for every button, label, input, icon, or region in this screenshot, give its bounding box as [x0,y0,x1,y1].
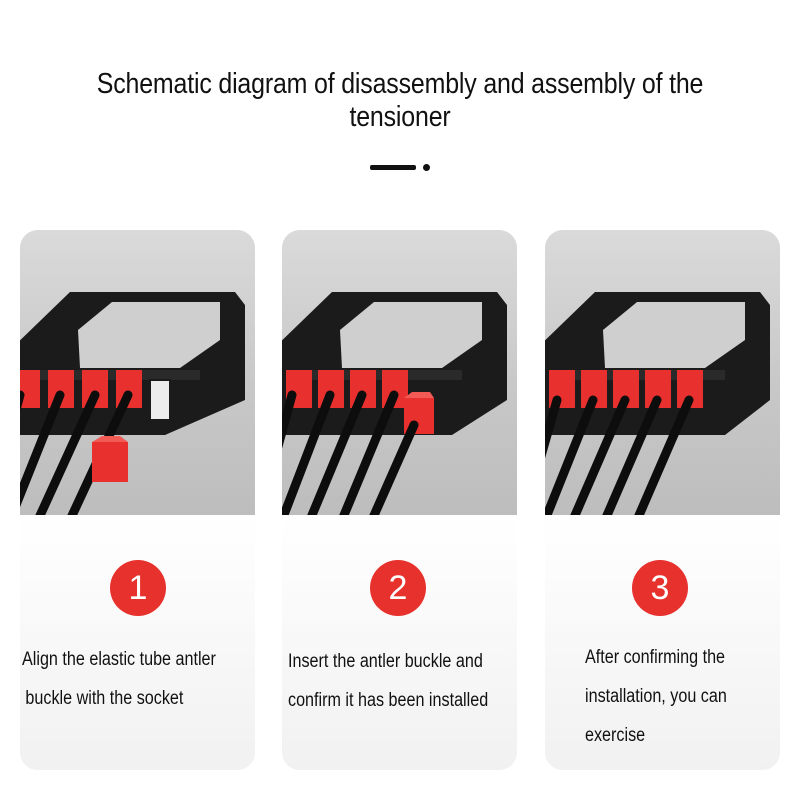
title-divider-dot [423,164,430,171]
step-caption-line: After confirming the [585,647,726,668]
step-number-badge: 3 [632,560,688,616]
tensioner-handle-illustration-1 [20,292,245,515]
step-caption-line: installation, you can [585,686,727,707]
step-number-badge: 1 [110,560,166,616]
title-divider-dash [370,165,416,170]
step-card-1: 1 Align the elastic tube antler buckle w… [20,230,255,770]
step-card-2: 2 Insert the antler buckle and confirm i… [282,230,517,770]
step-caption: After confirming the installation, you c… [585,638,780,755]
step-caption-line: exercise [585,725,646,746]
page-title: Schematic diagram of disassembly and ass… [96,68,704,133]
step-card-2-lower [282,515,517,770]
step-caption-line: confirm it has been installed [288,690,489,711]
step-caption: Align the elastic tube antler buckle wit… [22,640,255,718]
step-card-3: 3 After confirming the installation, you… [545,230,780,770]
step-caption-line: Align the elastic tube antler [22,649,216,670]
step-caption: Insert the antler buckle and confirm it … [288,642,517,720]
step-card-3-lower [545,515,780,770]
step-card-1-lower [20,515,255,770]
step-caption-line: buckle with the socket [25,688,184,709]
step-caption-line: Insert the antler buckle and [288,651,483,672]
tensioner-handle-illustration-2 [282,292,507,515]
step-number-badge: 2 [370,560,426,616]
tensioner-handle-illustration-3 [545,292,770,515]
